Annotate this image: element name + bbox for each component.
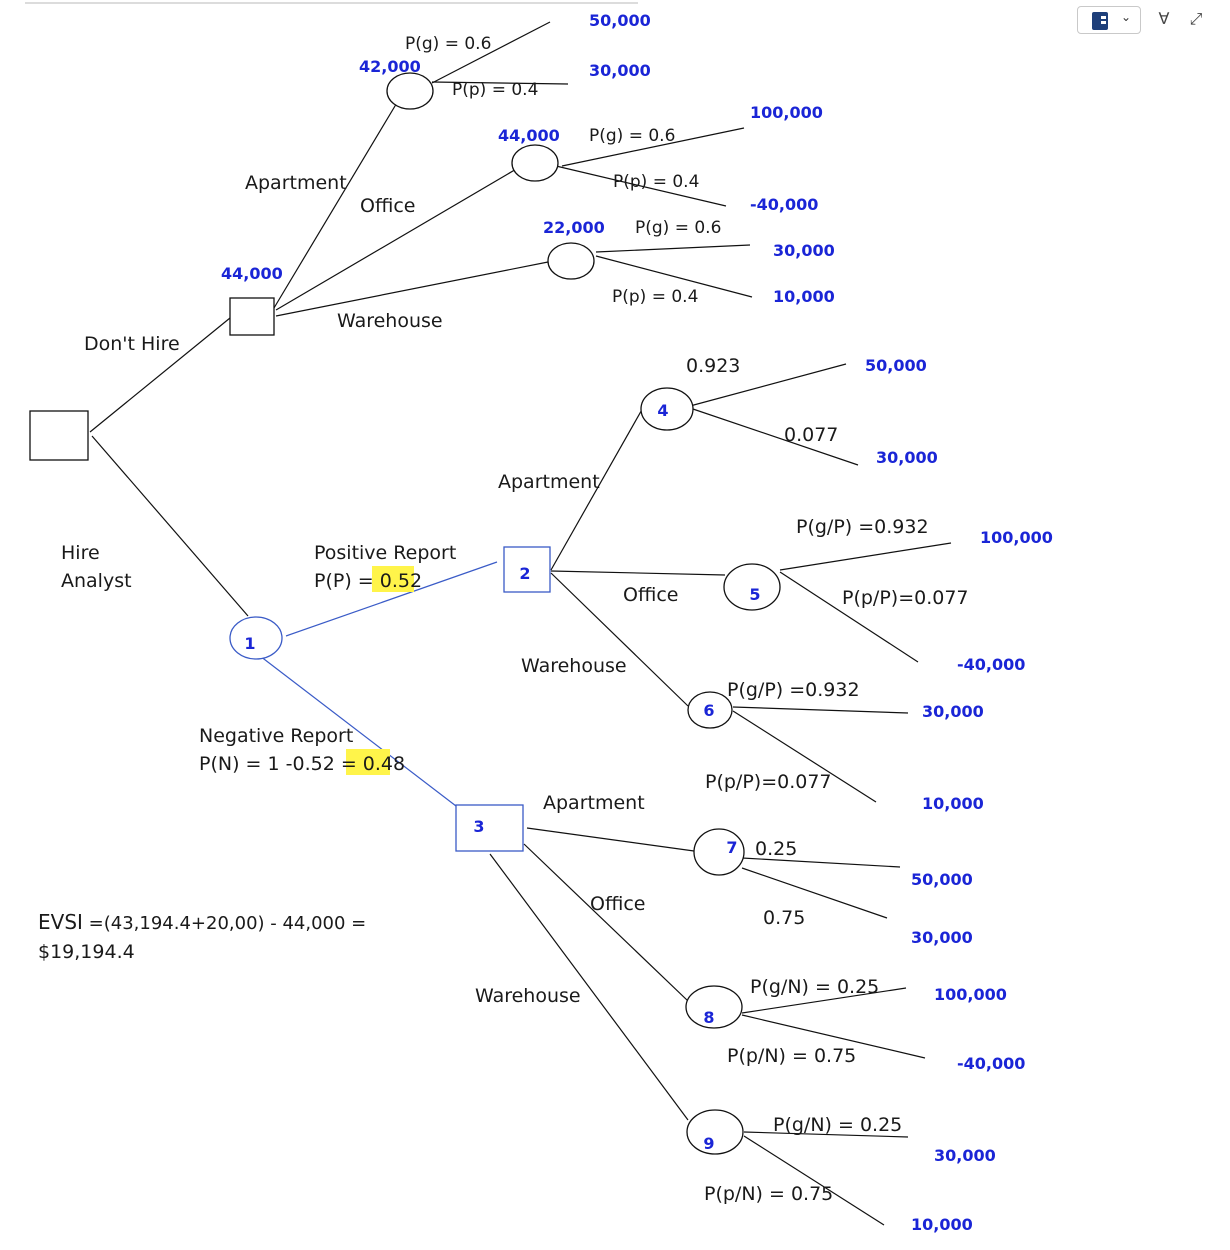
apartment-label-top: Apartment [245, 172, 347, 194]
node-8-label: 8 [703, 1008, 714, 1027]
payoff-n8-poor: -40,000 [957, 1054, 1025, 1073]
dont-hire-label: Don't Hire [84, 333, 180, 355]
ev-office: 44,000 [498, 126, 560, 145]
node-3-label: 3 [473, 817, 484, 836]
prob-n7-good: 0.25 [755, 838, 797, 860]
node-5-label: 5 [749, 585, 760, 604]
node-9 [686, 1109, 744, 1155]
negative-report-probability: P(N) = 1 -0.52 = 0.48 [199, 753, 405, 775]
dont-hire-decision-node [229, 297, 275, 336]
payoff-n6-poor: 10,000 [922, 794, 984, 813]
pn-highlight [346, 749, 390, 775]
prob-n9-poor: P(p/N) = 0.75 [704, 1183, 833, 1205]
payoff-apt-poor: 30,000 [589, 61, 651, 80]
evsi-formula: EVSI =(43,194.4+20,00) - 44,000 = [38, 910, 366, 934]
office-label-positive: Office [623, 584, 678, 606]
warehouse-label-positive: Warehouse [521, 655, 627, 677]
prob-office-poor: P(p) = 0.4 [613, 172, 699, 192]
apartment-chance-node [386, 72, 434, 110]
office-label-negative: Office [590, 893, 645, 915]
node-3 [455, 804, 524, 852]
node-1 [229, 616, 283, 660]
payoff-n6-good: 30,000 [922, 702, 984, 721]
analyst-label: Analyst [61, 570, 132, 592]
payoff-n5-good: 100,000 [980, 528, 1053, 547]
node-1-label: 1 [244, 634, 255, 653]
prob-n8-poor: P(p/N) = 0.75 [727, 1045, 856, 1067]
node-8 [685, 985, 743, 1029]
ev-apartment: 42,000 [359, 57, 421, 76]
canvas-toolbar: ⌄ ∀ ⤢ [1077, 6, 1207, 36]
warehouse-chance-node [547, 242, 595, 280]
evsi-result: $19,194.4 [38, 941, 135, 963]
node-6-label: 6 [703, 701, 714, 720]
office-label-top: Office [360, 195, 415, 217]
prob-n6-poor: P(p/P)=0.077 [705, 771, 832, 793]
notebook-dropdown-button[interactable]: ⌄ [1077, 6, 1141, 34]
payoff-n9-good: 30,000 [934, 1146, 996, 1165]
payoff-warehouse-poor: 10,000 [773, 287, 835, 306]
prob-apt-poor: P(p) = 0.4 [452, 80, 538, 100]
warehouse-label-top: Warehouse [337, 310, 443, 332]
apartment-label-positive: Apartment [498, 471, 600, 493]
office-chance-node [511, 144, 559, 182]
apartment-label-negative: Apartment [543, 792, 645, 814]
positive-report-label: Positive Report [314, 542, 456, 564]
payoff-n8-good: 100,000 [934, 985, 1007, 1004]
prob-n7-poor: 0.75 [763, 907, 805, 929]
payoff-office-poor: -40,000 [750, 195, 818, 214]
payoff-n4-good: 50,000 [865, 356, 927, 375]
node-4 [640, 387, 694, 431]
branch-lines-hire [91, 363, 952, 1226]
chevron-down-icon: ⌄ [1121, 10, 1132, 24]
pp-highlight [372, 566, 414, 592]
prob-office-good: P(g) = 0.6 [589, 126, 675, 146]
notebook-icon [1092, 12, 1108, 30]
pen-tool-icon[interactable]: ∀ [1158, 11, 1170, 28]
node-4-label: 4 [657, 401, 668, 420]
ev-dont-hire: 44,000 [221, 264, 283, 283]
node-7-label: 7 [726, 838, 737, 857]
payoff-n4-poor: 30,000 [876, 448, 938, 467]
payoff-office-good: 100,000 [750, 103, 823, 122]
payoff-n9-poor: 10,000 [911, 1215, 973, 1234]
node-9-label: 9 [703, 1134, 714, 1153]
root-decision-node [29, 410, 89, 461]
hire-label: Hire [61, 542, 100, 564]
prob-n9-good: P(g/N) = 0.25 [773, 1114, 902, 1136]
prob-n8-good: P(g/N) = 0.25 [750, 976, 879, 998]
node-7 [693, 828, 745, 876]
positive-report-probability: P(P) = 0.52 [314, 570, 422, 592]
node-2-label: 2 [519, 564, 530, 583]
expand-icon[interactable]: ⤢ [1189, 11, 1203, 28]
payoff-apt-good: 50,000 [589, 11, 651, 30]
prob-n5-good: P(g/P) =0.932 [796, 516, 929, 538]
prob-n6-good: P(g/P) =0.932 [727, 679, 860, 701]
payoff-n7-poor: 30,000 [911, 928, 973, 947]
negative-report-label: Negative Report [199, 725, 353, 747]
prob-apt-good: P(g) = 0.6 [405, 34, 491, 54]
warehouse-label-negative: Warehouse [475, 985, 581, 1007]
node-6 [687, 691, 733, 729]
prob-warehouse-poor: P(p) = 0.4 [612, 287, 698, 307]
payoff-n5-poor: -40,000 [957, 655, 1025, 674]
prob-n4-good: 0.923 [686, 355, 740, 377]
prob-warehouse-good: P(g) = 0.6 [635, 218, 721, 238]
node-2 [503, 546, 551, 593]
payoff-warehouse-good: 30,000 [773, 241, 835, 260]
node-5 [723, 563, 781, 611]
ev-warehouse: 22,000 [543, 218, 605, 237]
payoff-n7-good: 50,000 [911, 870, 973, 889]
branch-lines-dont-hire [89, 21, 753, 433]
prob-n4-poor: 0.077 [784, 424, 838, 446]
prob-n5-poor: P(p/P)=0.077 [842, 587, 969, 609]
